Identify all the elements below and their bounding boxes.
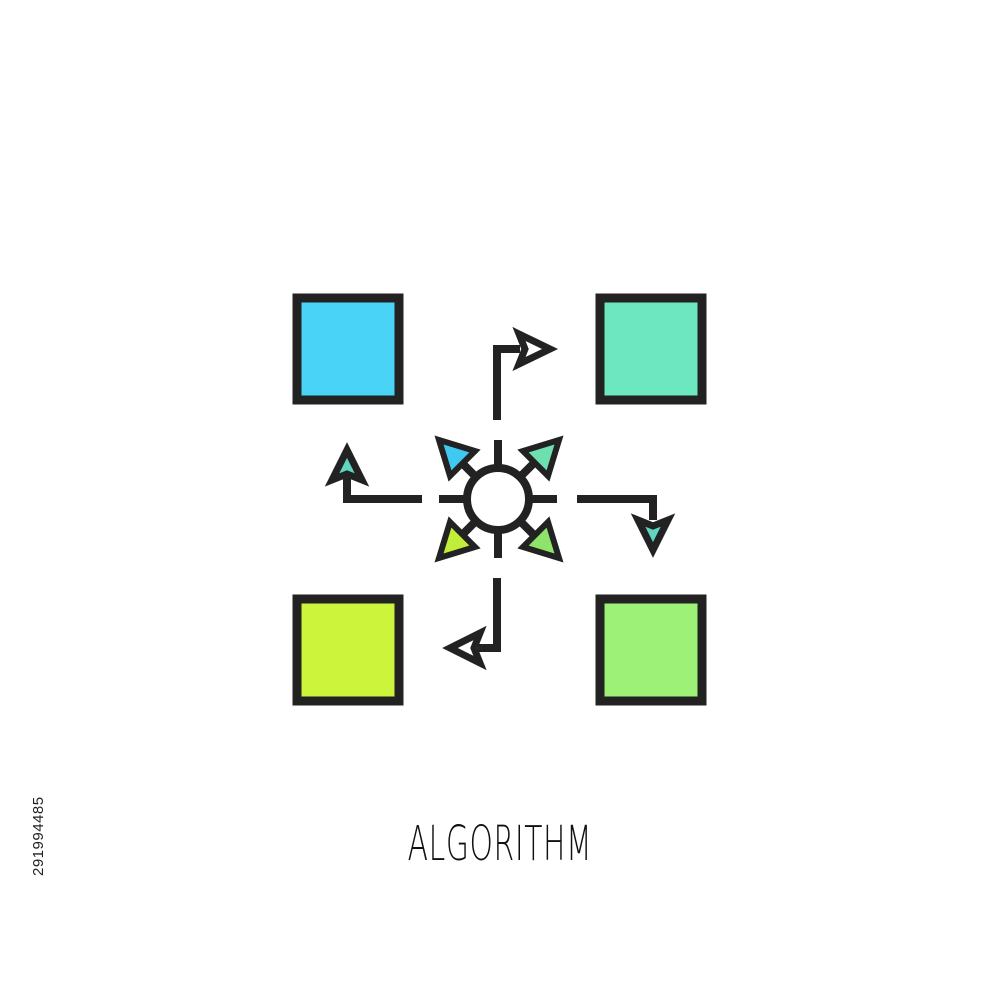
stock-id-label: 291994485 xyxy=(30,796,47,876)
top-left-box xyxy=(292,293,404,405)
up-branch-line xyxy=(493,345,520,420)
upper-left-arrowhead xyxy=(434,435,481,482)
top-right-box xyxy=(595,293,707,405)
lower-right-arrowhead xyxy=(517,516,564,563)
down-branch-line xyxy=(478,578,501,652)
down-branch-arrowhead xyxy=(442,625,487,671)
bottom-right-box xyxy=(595,594,707,706)
left-branch-arrowhead xyxy=(324,442,370,487)
left-branch-line xyxy=(343,478,422,503)
gear-center-circle xyxy=(463,464,533,534)
lower-left-arrowhead xyxy=(434,516,481,563)
upper-right-arrowhead xyxy=(517,435,564,482)
caption-title: ALGORITHM xyxy=(407,816,593,872)
bottom-left-box xyxy=(292,594,404,706)
right-branch-arrowhead xyxy=(630,513,676,558)
right-branch-line xyxy=(577,495,657,520)
up-branch-arrowhead xyxy=(512,326,559,372)
